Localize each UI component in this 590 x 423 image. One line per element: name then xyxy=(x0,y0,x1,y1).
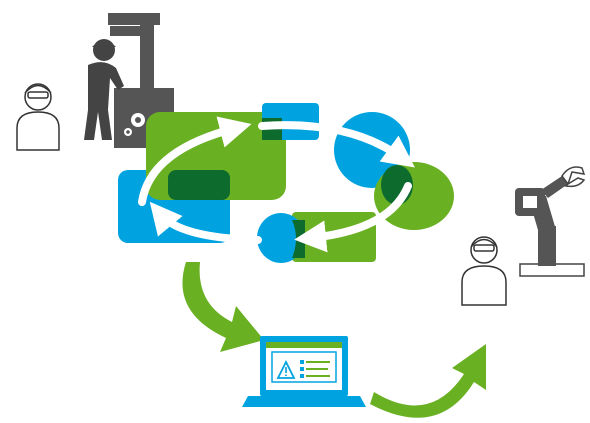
curved-arrow-icon xyxy=(182,262,264,352)
robot-operator-icon xyxy=(461,236,507,306)
machine-operator-icon xyxy=(84,13,174,148)
curved-arrow-icon xyxy=(370,344,486,418)
cycle-arrows-icon xyxy=(138,116,415,253)
blue-circle-bottom xyxy=(257,213,305,263)
data-cycle xyxy=(118,103,454,263)
laptop-icon xyxy=(242,336,366,407)
warning-icon xyxy=(276,359,296,379)
robot-arm-icon xyxy=(515,166,586,277)
inspector-worker-icon xyxy=(16,83,60,151)
